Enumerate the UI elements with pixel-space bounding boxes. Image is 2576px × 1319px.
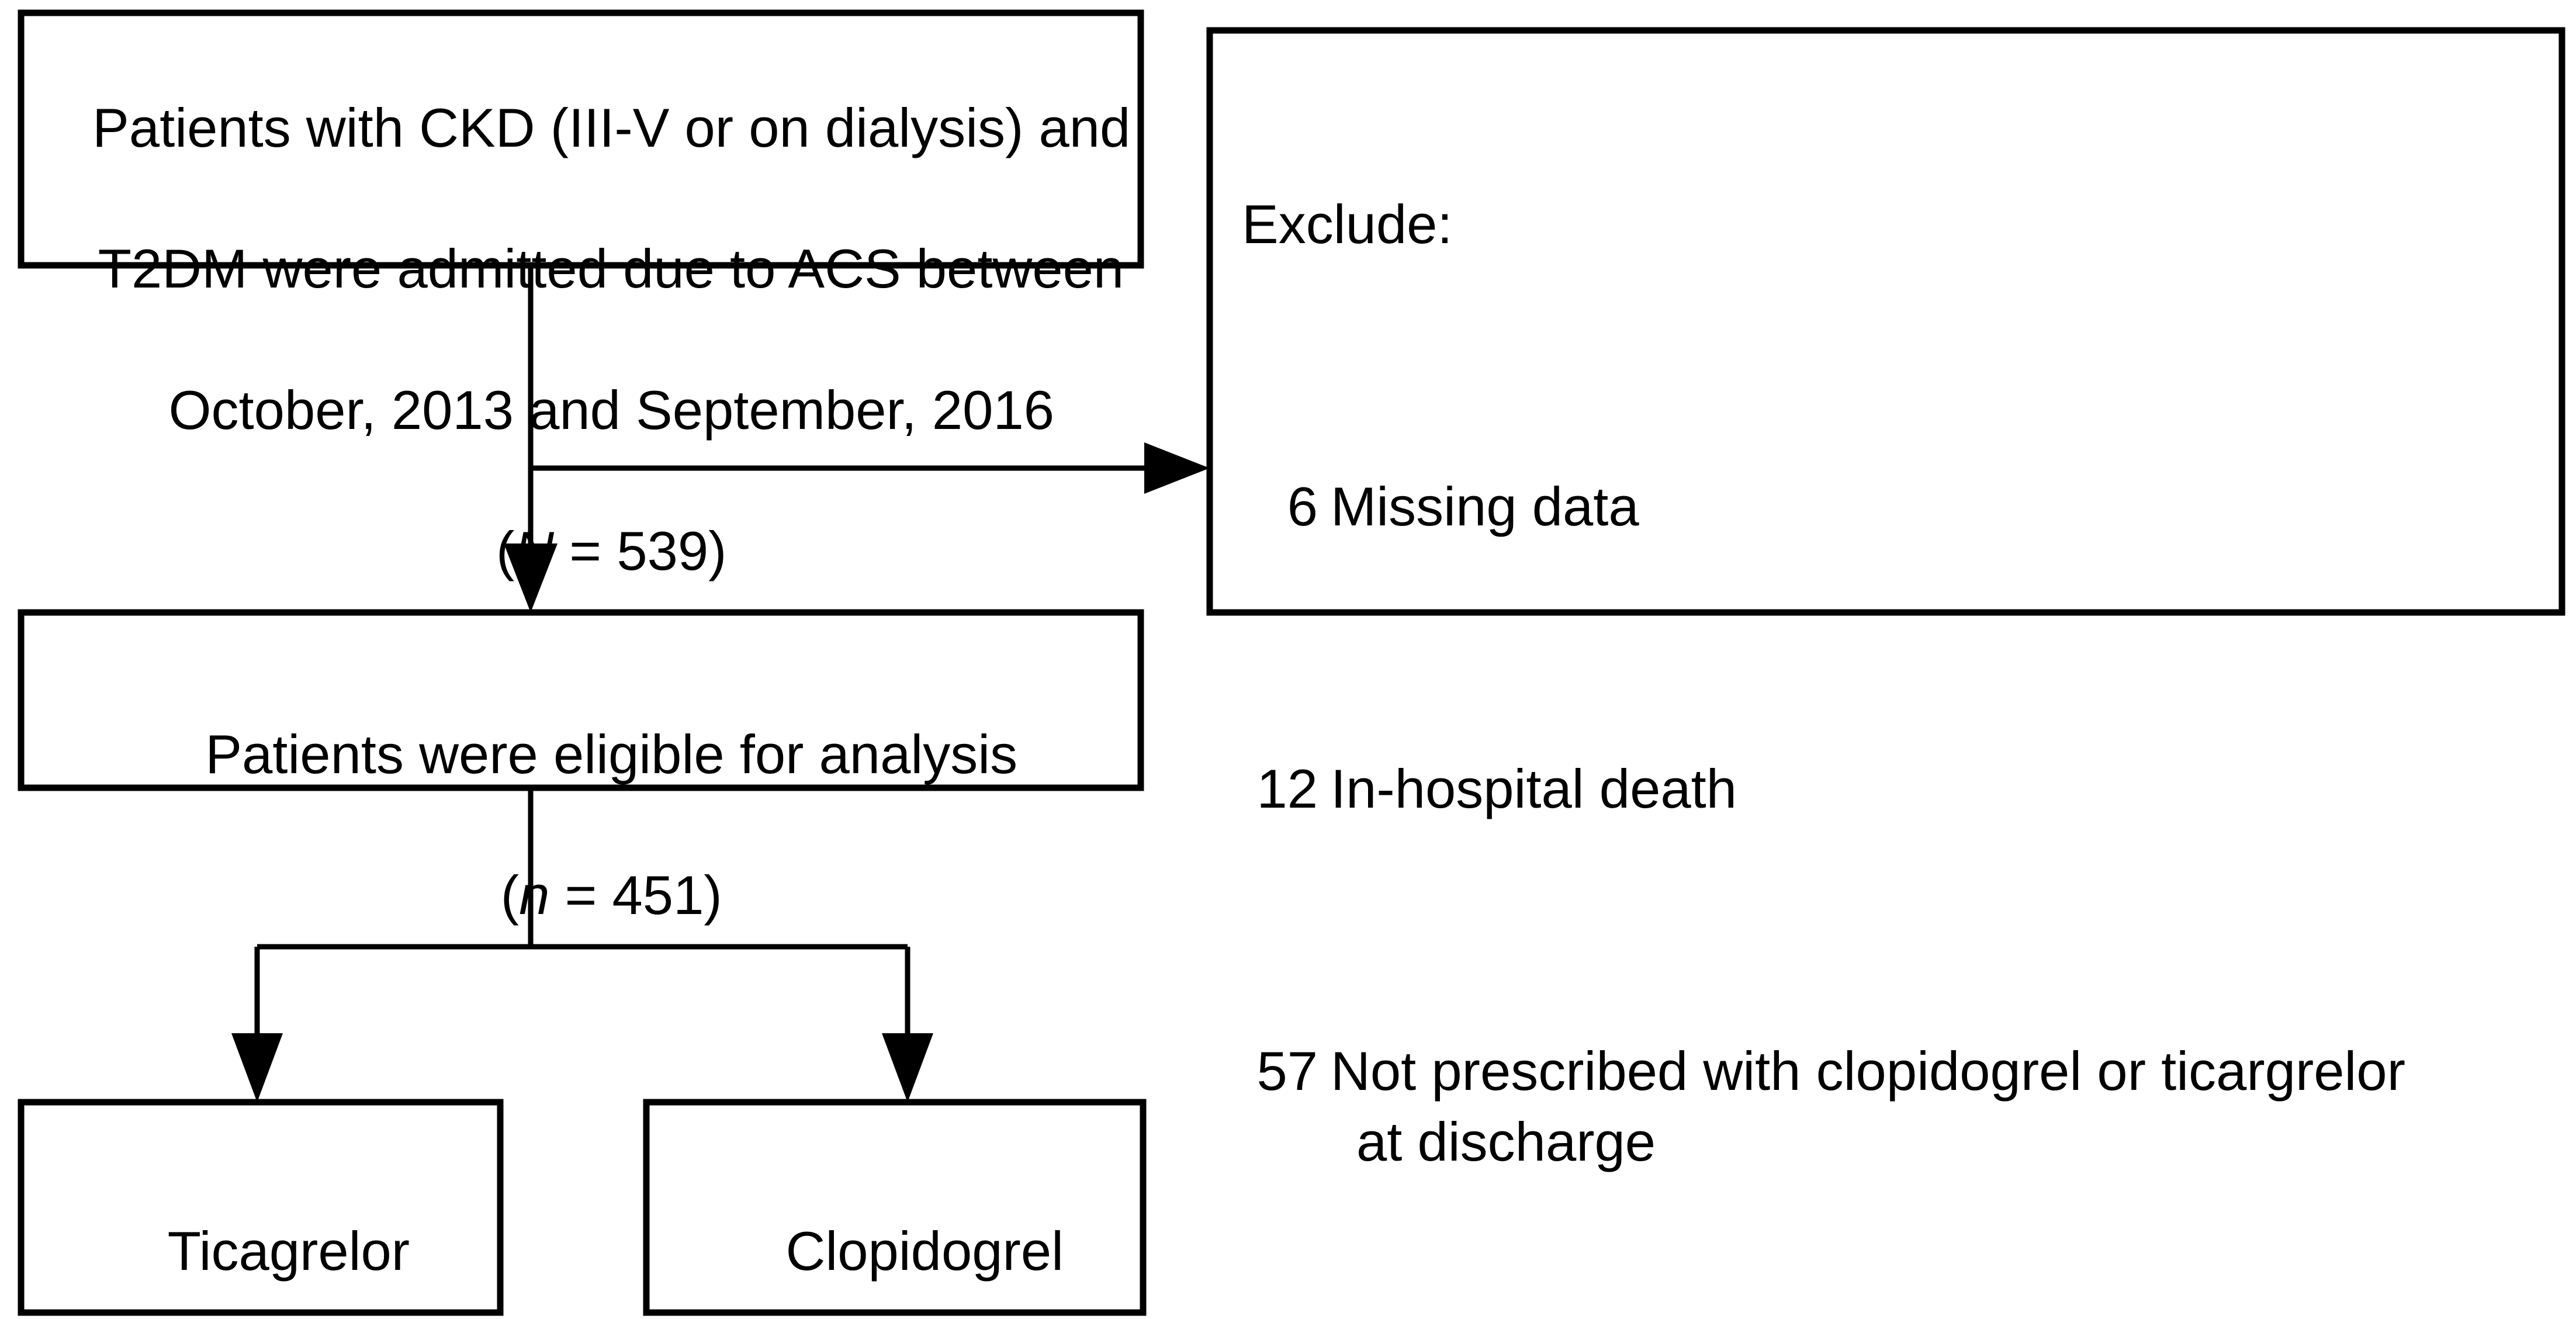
ticagrelor-box-text: Ticagrelor (n = 116) [23, 1145, 494, 1319]
edge-enrollment-to-eligible [504, 265, 558, 612]
edge-eligible-split [257, 788, 908, 950]
edge-eligible-to-ticagrelor [231, 947, 283, 1102]
eligible-count-symbol: n [519, 864, 550, 926]
edge-eligible-to-clopidogrel [882, 947, 933, 1102]
clopidogrel-label: Clopidogrel [785, 1220, 1064, 1282]
exclusion-item-count: 12 [1256, 757, 1318, 819]
eligible-count-eq: = [549, 864, 612, 926]
enrollment-count-suffix: ) [708, 520, 727, 582]
enrollment-count-prefix: ( [496, 520, 515, 582]
enrollment-box-outline [18, 9, 1144, 269]
exclusion-box-outline [1206, 27, 2565, 616]
enrollment-count: (N = 539) [496, 520, 727, 581]
ticagrelor-label: Ticagrelor [167, 1220, 410, 1282]
enrollment-box-text: Patients with CKD (III-V or on dialysis)… [25, 22, 1137, 657]
clopidogrel-box-outline [643, 1099, 1147, 1316]
enrollment-line-1: Patients with CKD (III-V or on dialysis)… [92, 96, 1131, 158]
exclusion-item-count: 57 [1256, 1040, 1318, 1102]
enrollment-count-value: 539 [617, 520, 709, 582]
enrollment-line-3: October, 2013 and September, 2016 [168, 379, 1055, 441]
eligible-count-prefix: ( [500, 864, 520, 926]
edge-enrollment-to-exclusion [531, 442, 1210, 494]
eligible-box-text: Patients were eligible for analysis (n =… [25, 649, 1137, 1002]
clopidogrel-box-text: Clopidogrel (n = 335) [649, 1145, 1140, 1319]
enrollment-count-eq: = [554, 520, 617, 582]
eligible-box-outline [18, 609, 1144, 791]
enrollment-line-2: T2DM were admitted due to ACS between [98, 238, 1124, 300]
exclusion-item-label: In-hospital death [1331, 757, 1737, 819]
eligible-count-suffix: ) [704, 864, 722, 926]
eligible-count-value: 451 [612, 864, 704, 926]
exclusion-item-label: Not prescribed with clopidogrel or ticar… [1331, 1040, 2406, 1102]
eligible-count: (n = 451) [501, 864, 722, 926]
ticagrelor-box-outline [18, 1099, 504, 1316]
exclusion-item-continuation: at discharge [1356, 1110, 1656, 1172]
enrollment-count-symbol: N [514, 520, 555, 582]
exclusion-heading: Exclude: [1242, 193, 1453, 255]
exclusion-item-count: 6 [1287, 475, 1318, 537]
eligible-line-1: Patients were eligible for analysis [205, 723, 1018, 785]
exclusion-item-label: Missing data [1331, 475, 1639, 537]
